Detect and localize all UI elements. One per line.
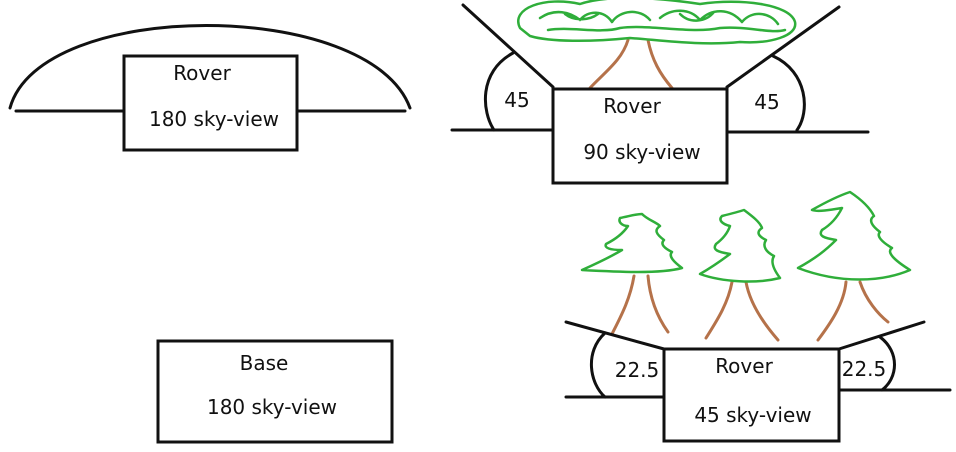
tree-3-foliage [796,190,912,281]
rover-box [662,347,841,443]
tree-canopy [517,0,797,45]
tree-1-trunk-right [646,274,670,334]
angle-label-left: 45 [504,88,529,112]
rover-box-title: Rover [173,61,231,85]
base-box [156,339,394,444]
tree-2-foliage [698,208,782,283]
angle-label-right: 45 [754,90,779,114]
panel-rover-90: 45 45 Rover 90 sky-view [450,0,870,185]
tree-2-trunk-left [704,280,734,340]
tree-trunk-right [646,38,674,90]
panel-rover-45: 22.5 22.5 Rover 45 sky-view [564,190,952,443]
rover-box-value: 180 sky-view [149,107,279,131]
tree-1-trunk-left [610,274,636,336]
base-box-value: 180 sky-view [207,395,337,419]
rover-box-title: Rover [715,354,773,378]
rover-box-title: Rover [603,94,661,118]
tree-3-trunk-left [816,280,848,342]
angle-label-right: 22.5 [842,357,887,381]
horizon-line-right [725,5,841,89]
sky-dome-arc [8,24,412,110]
angle-arc-right [771,54,806,132]
angle-arc-left [589,331,607,399]
angle-arc-right [878,335,896,392]
horizon-line-left [564,320,666,351]
rover-box-value: 45 sky-view [694,403,811,427]
angle-arc-left [484,51,515,132]
rover-box [551,87,729,185]
rover-box [122,54,299,152]
tree-1-foliage [580,212,684,274]
panel-rover-180: Rover 180 sky-view [8,24,412,152]
horizon-line-right [837,320,926,351]
rover-box-value: 90 sky-view [583,140,700,164]
panel-base-180: Base 180 sky-view [156,339,394,444]
horizon-line-left [461,3,555,89]
tree-3-trunk-right [858,280,890,324]
tree-trunk-left [588,38,630,90]
angle-label-left: 22.5 [615,358,660,382]
base-box-title: Base [240,351,289,375]
tree-2-trunk-right [744,280,780,342]
